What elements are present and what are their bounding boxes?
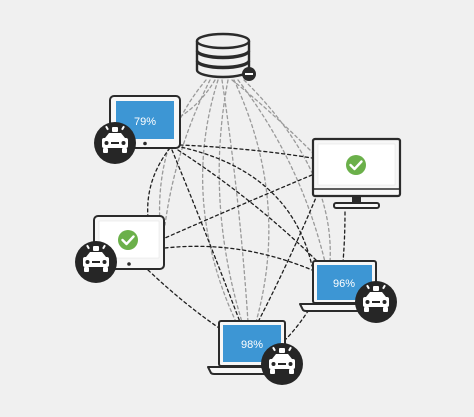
laptop-right-readout: 96% (333, 278, 355, 290)
tablet-top-readout: 79% (134, 116, 156, 128)
link-tablettop-laptopright-b (175, 145, 313, 267)
home-button-icon (127, 262, 131, 266)
link-server-laptop-bottom-d (202, 79, 237, 323)
connection-links (147, 79, 346, 341)
police-car-icon (261, 343, 303, 385)
link-monitor-laptopbottom (257, 187, 321, 323)
link-tablettop-laptopright (177, 149, 319, 263)
device-links (147, 144, 346, 341)
link-server-monitor (231, 79, 316, 156)
link-server-tablet-left (164, 79, 211, 226)
link-server-laptop-right-b (243, 79, 331, 263)
link-monitor-laptopright (342, 211, 346, 263)
tablet-top[interactable]: 79% (109, 95, 181, 149)
home-button-icon (143, 141, 147, 146)
link-tablettop-tabletleft (147, 147, 171, 219)
link-tablettop-laptopbottom (171, 149, 241, 323)
monitor-base (333, 202, 380, 209)
link-tabletleft-laptopbottom (147, 269, 223, 331)
police-car-icon (94, 122, 136, 164)
link-laptopright-laptopbottom (284, 299, 316, 341)
police-car-icon (355, 281, 397, 323)
link-server-laptop-right (237, 79, 326, 263)
link-tabletleft-laptopright (164, 245, 313, 271)
check-circle-icon (346, 155, 366, 175)
database-server-icon (195, 32, 251, 79)
link-tablettop-monitor (179, 144, 313, 159)
monitor-stand (352, 196, 361, 203)
link-server-laptop-bottom-c (233, 79, 270, 323)
monitor[interactable] (311, 137, 402, 209)
check-circle-icon (118, 230, 138, 250)
link-monitor-tabletleft (164, 174, 313, 239)
link-server-laptop-bottom-b (218, 79, 243, 323)
police-car-icon (75, 241, 117, 283)
laptop-bottom-readout: 98% (241, 339, 263, 351)
link-server-laptop-bottom-a (221, 79, 249, 323)
minus-circle-icon[interactable] (242, 67, 256, 81)
link-server-tablet-left-b (158, 79, 207, 226)
server-links (158, 79, 331, 323)
